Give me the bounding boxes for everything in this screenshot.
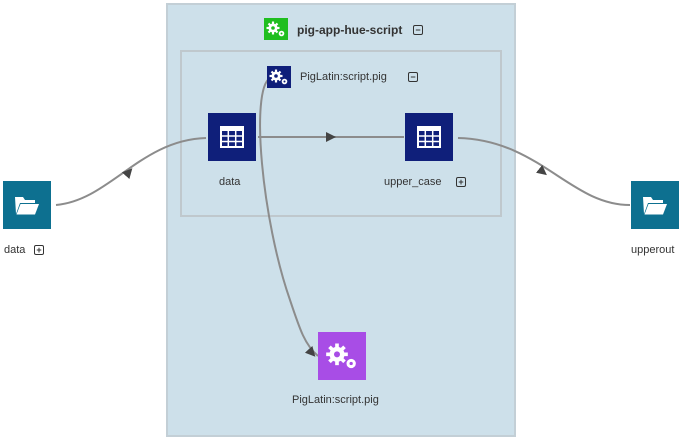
gears-icon [326, 343, 356, 369]
data-table-label: data [219, 176, 241, 188]
upper-case-expand-toggle[interactable]: + [456, 177, 466, 187]
inner-group-collapse-toggle[interactable]: − [408, 72, 418, 82]
data-source-expand-toggle[interactable]: + [34, 245, 44, 255]
table-icon [417, 126, 441, 148]
script-job-label: PigLatin:script.pig [292, 394, 379, 406]
upper-case-table-node[interactable] [405, 113, 453, 161]
script-job-node[interactable] [318, 332, 366, 380]
inner-group-title: PigLatin:script.pig [300, 71, 387, 83]
table-icon [220, 126, 244, 148]
data-table-node[interactable] [208, 113, 256, 161]
edge-upper-case-to-upperout [457, 137, 631, 206]
inner-group-gears-icon [267, 66, 291, 88]
edge-data-to-data-table [55, 137, 207, 206]
outer-group-collapse-toggle[interactable]: − [413, 25, 423, 35]
folder-icon [643, 197, 667, 215]
upperout-node[interactable] [631, 181, 679, 229]
upperout-label: upperout [631, 244, 675, 256]
upper-case-table-label: upper_case [384, 176, 442, 188]
outer-group-title: pig-app-hue-script [297, 23, 403, 37]
edge-job-to-script [259, 77, 319, 357]
data-source-label: data [4, 244, 26, 256]
data-source-node[interactable] [3, 181, 51, 229]
folder-icon [15, 197, 39, 215]
outer-group-gears-icon [264, 18, 288, 40]
